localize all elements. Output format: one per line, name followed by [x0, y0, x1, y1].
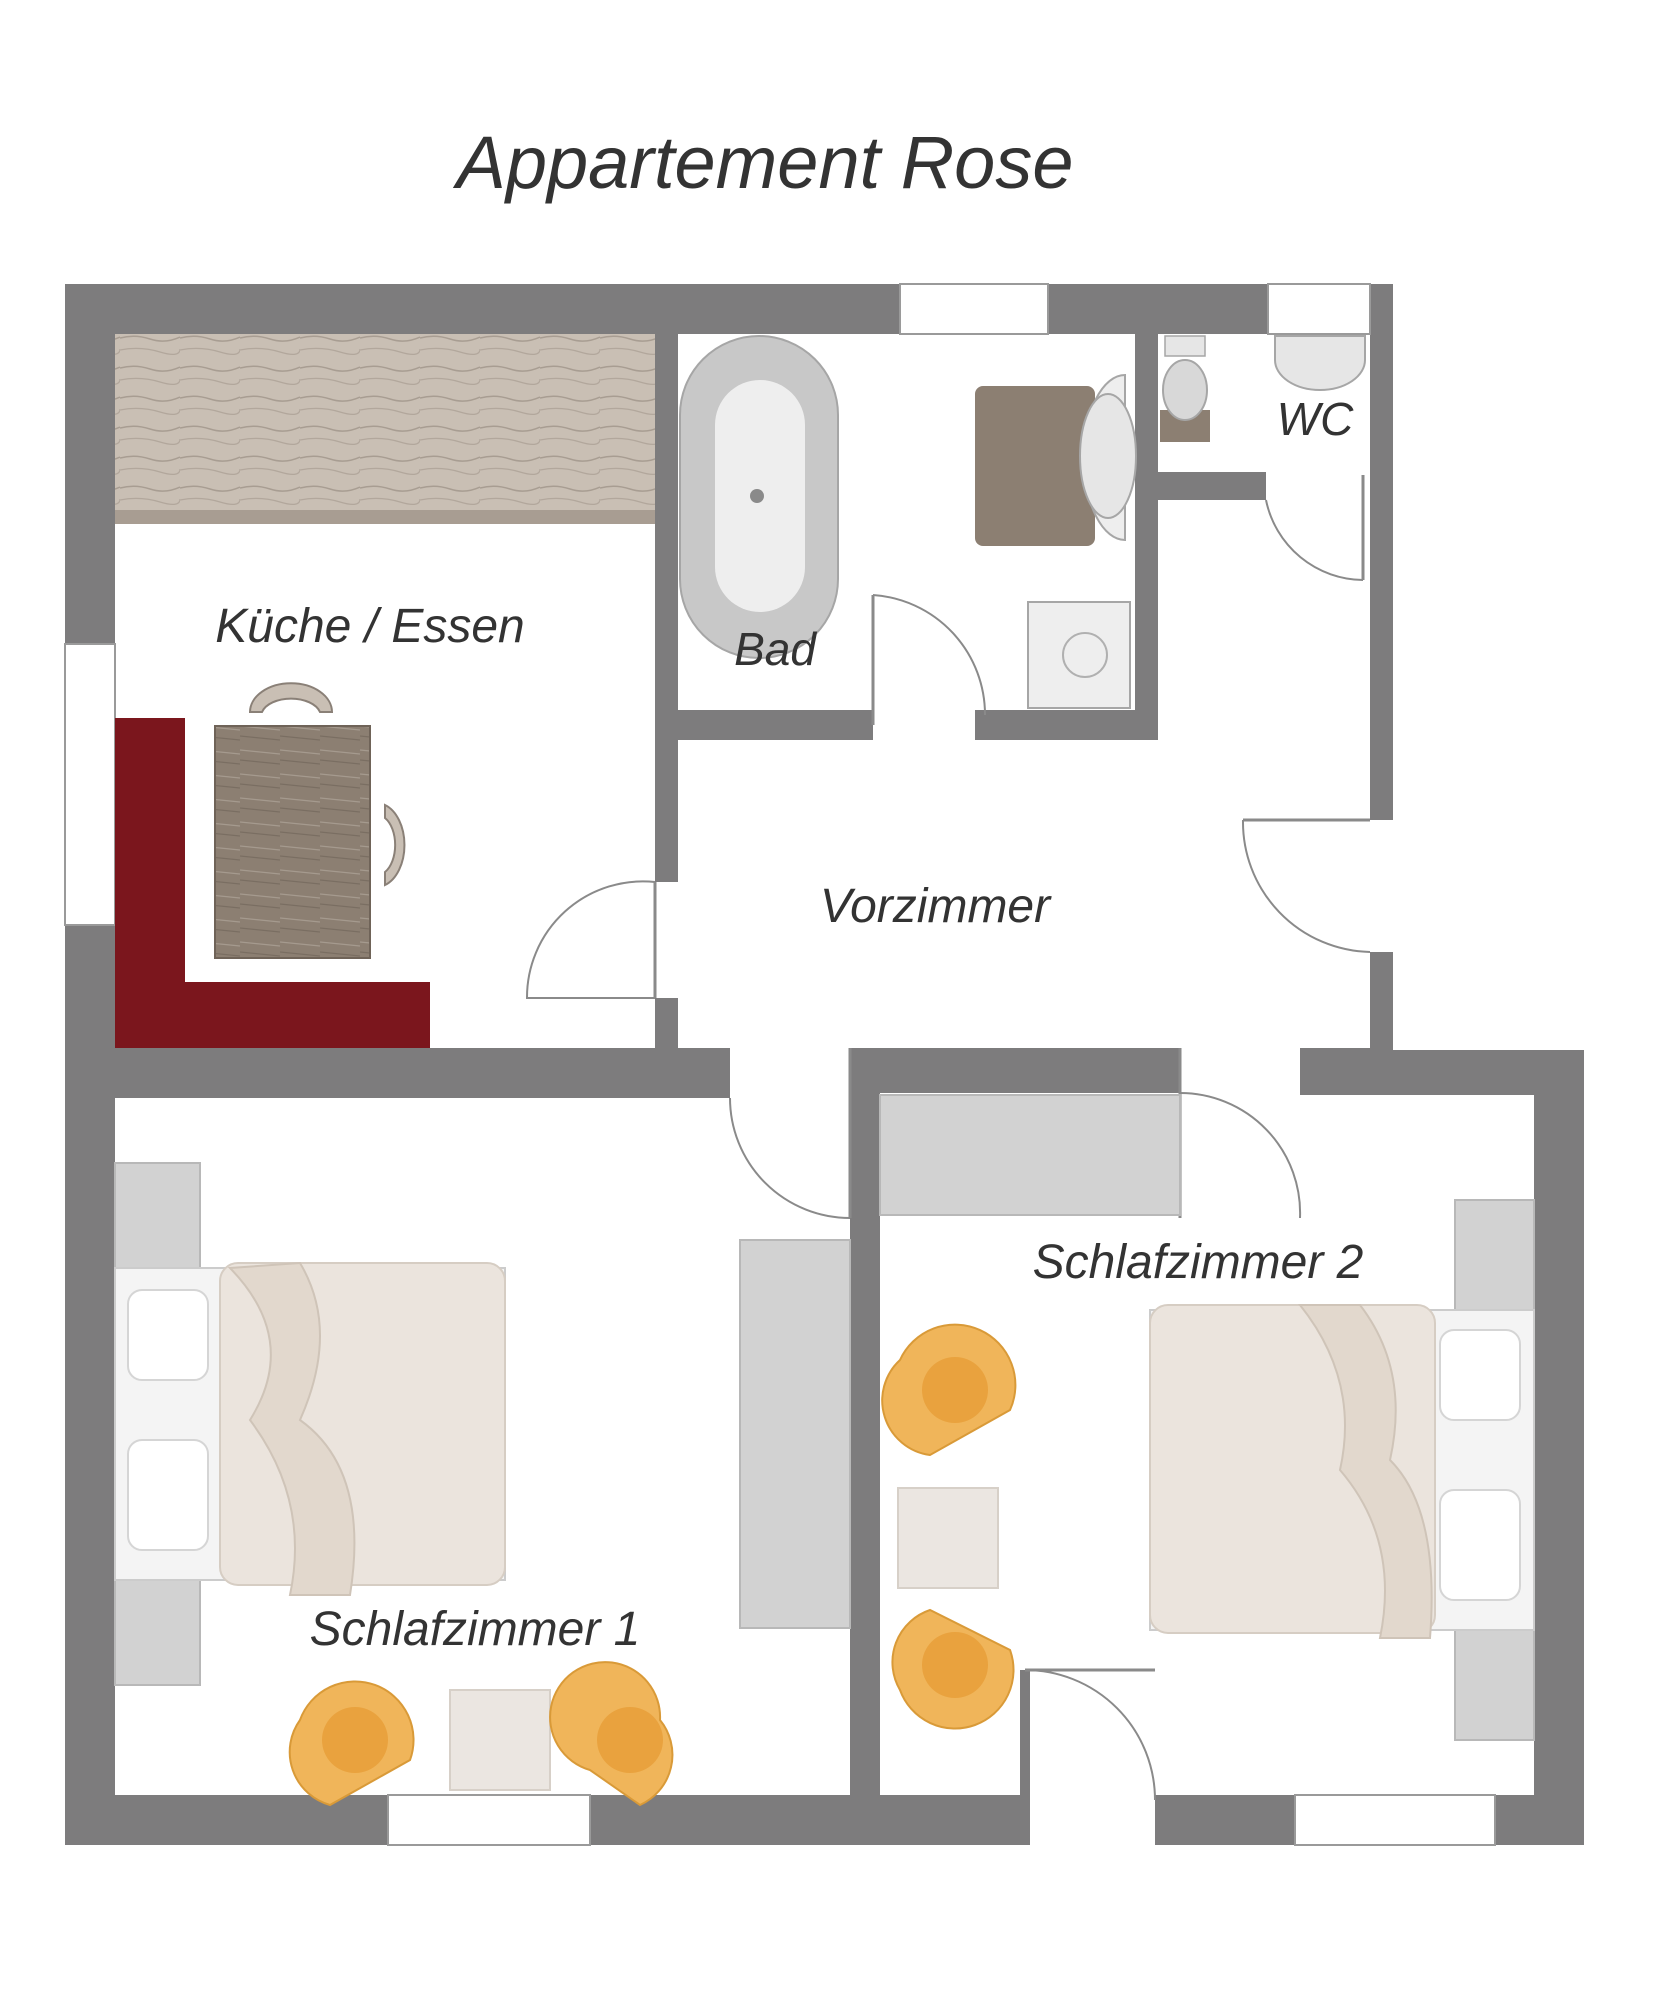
bath-furniture [679, 335, 1137, 709]
wc-furniture [1160, 335, 1366, 442]
plan-title: Appartement Rose [452, 121, 1073, 204]
room-label-kitchen: Küche / Essen [215, 600, 525, 653]
side-table [449, 1689, 551, 1791]
wardrobe [739, 1239, 851, 1629]
side-table [897, 1487, 999, 1589]
windows [64, 283, 1496, 1846]
nightstand [1454, 1629, 1535, 1741]
walls [65, 284, 1584, 1845]
bedroom2-furniture [879, 1094, 1535, 1741]
nightstand [114, 1579, 201, 1686]
bench-icon [115, 718, 430, 1048]
nightstand [1454, 1199, 1535, 1311]
room-label-hall: Vorzimmer [820, 880, 1052, 933]
washing-machine-icon [1027, 601, 1131, 709]
room-label-bedroom2: Schlafzimmer 2 [1033, 1236, 1364, 1289]
wc-sink-icon [1274, 335, 1366, 391]
chair-icon [384, 803, 406, 887]
kitchen-furniture [115, 334, 655, 1048]
room-label-bedroom1: Schlafzimmer 1 [310, 1603, 641, 1656]
bath-mat [975, 386, 1095, 546]
wardrobe [879, 1094, 1181, 1216]
room-label-wc: WC [1277, 393, 1354, 445]
nightstand [114, 1162, 201, 1269]
toilet-icon [1162, 359, 1208, 421]
kitchen-counter [115, 334, 655, 524]
bedroom1-furniture [114, 1162, 851, 1807]
chair-icon [248, 682, 334, 713]
room-label-bath: Bad [734, 623, 817, 675]
dining-table [214, 725, 371, 959]
